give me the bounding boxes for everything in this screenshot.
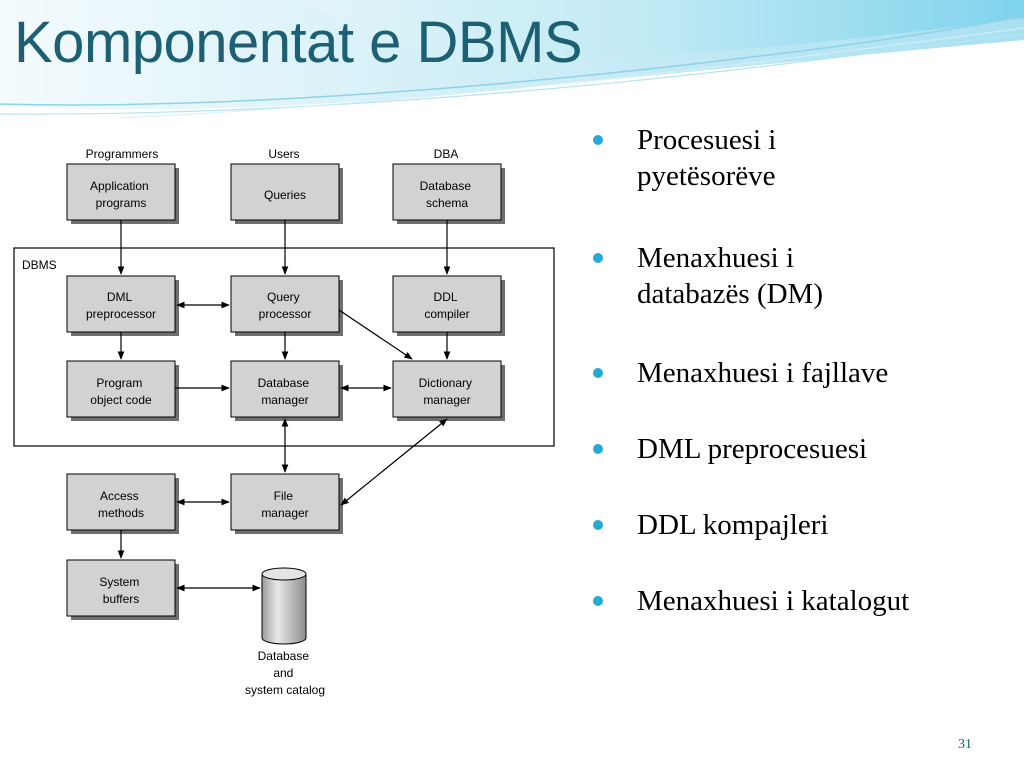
bullet-dot-icon — [593, 520, 603, 530]
svg-text:Program object code: Program object code — [90, 376, 152, 407]
role-label-users: Users — [268, 147, 299, 161]
svg-text:Access methods: Access methods — [98, 489, 144, 520]
svg-text:Queries: Queries — [264, 188, 306, 202]
svg-text:DDL compiler: DDL compiler — [424, 290, 469, 321]
box-dictionary-manager: Dictionary manager — [392, 360, 505, 421]
role-label-programmers: Programmers — [86, 147, 159, 161]
storage-label: Database and system catalog — [245, 649, 325, 697]
box-program-object-code: Program object code — [66, 360, 179, 421]
svg-text:Query processor: Query processor — [259, 290, 312, 321]
bullet-text-line: DML preprocesuesi — [637, 433, 868, 465]
bullet-dot-icon — [593, 596, 603, 606]
bullet-dot-icon — [593, 368, 603, 378]
box-database-schema: Database schema — [392, 163, 505, 224]
bullet-item: Menaxhuesi i fajllave — [588, 355, 1018, 391]
bullet-dot-icon — [593, 444, 603, 454]
bullet-item: Menaxhuesi i katalogut — [588, 583, 1018, 619]
box-access-methods: Access methods — [66, 473, 179, 534]
box-system-buffers: System buffers — [66, 559, 179, 620]
box-dml-preprocessor: DML preprocessor — [66, 275, 179, 336]
dbms-architecture-diagram: Programmers Users DBA DBMS Application p… — [13, 147, 555, 697]
bullet-text-line: Procesuesi i — [637, 124, 777, 156]
bullet-text-line: Menaxhuesi i katalogut — [637, 585, 910, 617]
svg-text:Database schema: Database schema — [420, 179, 475, 210]
svg-text:DML preprocessor: DML preprocessor — [86, 290, 156, 321]
box-query-processor: Query processor — [230, 275, 343, 336]
svg-text:Database manager: Database manager — [258, 376, 313, 407]
bullet-item: DML preprocesuesi — [588, 431, 1018, 467]
box-queries: Queries — [230, 163, 343, 224]
svg-text:File manager: File manager — [261, 489, 308, 520]
bullet-text-line: databazës (DM) — [637, 278, 823, 310]
role-label-dba: DBA — [434, 147, 459, 161]
diagram-arrows — [117, 220, 451, 592]
bullet-dot-icon — [593, 135, 603, 145]
bullet-text-line: Menaxhuesi i fajllave — [637, 357, 889, 389]
dbms-label: DBMS — [22, 258, 57, 272]
bullet-text-line: DDL kompajleri — [637, 509, 829, 541]
svg-text:System buffers: System buffers — [99, 575, 142, 606]
arrow-query-to-dictionary — [338, 309, 413, 360]
header-wave-decoration — [0, 0, 1024, 119]
page-number: 31 — [958, 737, 972, 752]
bullet-dot-icon — [593, 253, 603, 263]
slide-title: Komponentat e DBMS — [14, 10, 583, 75]
svg-text:Dictionary manager: Dictionary manager — [419, 376, 476, 407]
database-cylinder-icon — [261, 567, 307, 645]
svg-text:Application programs: Application programs — [90, 179, 152, 210]
bullet-text-line: Menaxhuesi i — [637, 242, 795, 274]
bullet-item: Menaxhuesi i databazës (DM) — [588, 240, 1018, 312]
box-file-manager: File manager — [230, 473, 343, 534]
arrow-dictionary-file-manager-bidirectional — [340, 418, 448, 506]
bullet-text-line: pyetësorëve — [637, 160, 776, 192]
bullet-item: Procesuesi i pyetësorëve — [588, 122, 1018, 194]
bullet-item: DDL kompajleri — [588, 507, 1018, 543]
box-application-programs: Application programs — [66, 163, 179, 224]
box-database-manager: Database manager — [230, 360, 343, 421]
box-ddl-compiler: DDL compiler — [392, 275, 505, 336]
